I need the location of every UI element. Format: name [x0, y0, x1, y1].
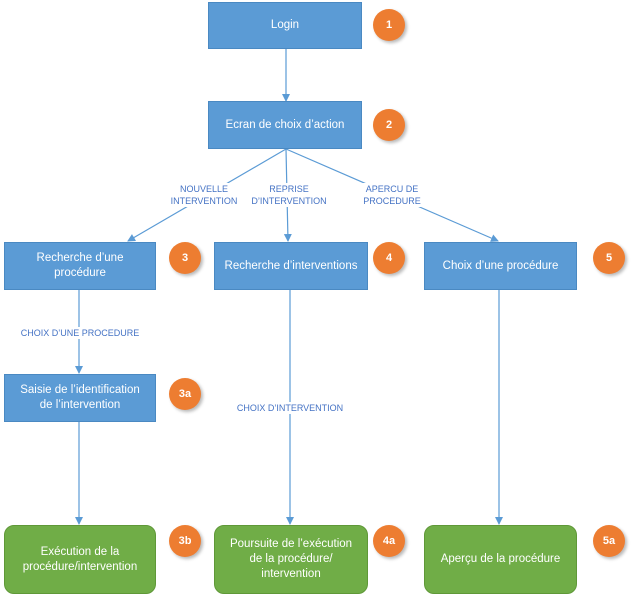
step-badge-3a: 3a	[169, 378, 201, 410]
poursuite-node: Poursuite de l’exécution de la procédure…	[214, 525, 368, 594]
step-badge-2: 2	[373, 109, 405, 141]
step-badge-4: 4	[373, 242, 405, 274]
edge-label-reprise-intervention: REPRISE D’INTERVENTION	[245, 183, 333, 207]
edge-label-choix-une-procedure: CHOIX D’UNE PROCEDURE	[12, 327, 148, 339]
saisie-identification-node: Saisie de l’identification de l’interven…	[4, 374, 156, 422]
step-badge-5a: 5a	[593, 525, 625, 557]
step-badge-4a: 4a	[373, 525, 405, 557]
apercu-node: Aperçu de la procédure	[424, 525, 577, 594]
login-node: Login	[208, 2, 362, 49]
recherche-procedure-node: Recherche d’une procédure	[4, 242, 156, 290]
edge-label-nouvelle-intervention: NOUVELLE INTERVENTION	[158, 183, 250, 207]
execution-node: Exécution de la procédure/intervention	[4, 525, 156, 594]
recherche-interventions-node: Recherche d’interventions	[214, 242, 368, 290]
step-badge-1: 1	[373, 9, 405, 41]
choix-action-node: Ecran de choix d’action	[208, 101, 362, 149]
step-badge-3: 3	[169, 242, 201, 274]
edge-label-choix-intervention: CHOIX D’INTERVENTION	[232, 402, 348, 414]
choix-procedure-node: Choix d’une procédure	[424, 242, 577, 290]
edge-label-apercu-procedure: APERCU DE PROCEDURE	[352, 183, 432, 207]
step-badge-3b: 3b	[169, 525, 201, 557]
step-badge-5: 5	[593, 242, 625, 274]
